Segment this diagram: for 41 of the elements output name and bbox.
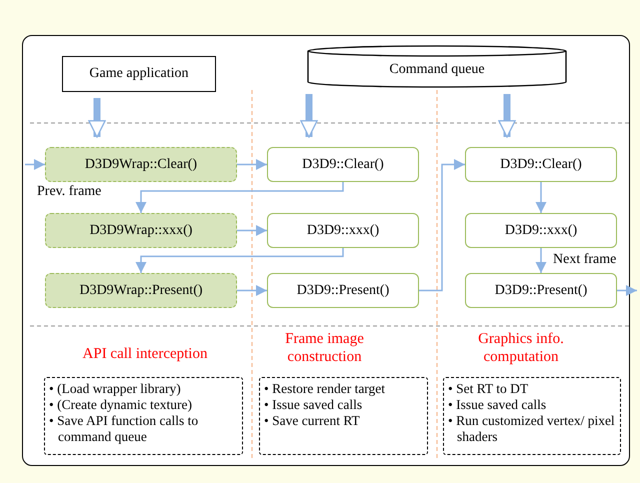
section-title: API call interception	[82, 345, 208, 363]
wrapper-call-box: D3D9Wrap::xxx()	[45, 213, 237, 248]
note-box	[44, 377, 243, 455]
section-title: Graphics info. computation	[477, 330, 565, 366]
arrow	[237, 225, 267, 236]
arrow	[419, 159, 465, 292]
bullet-item: • Save current RT	[264, 413, 361, 429]
queue-cylinder: Command queue	[307, 45, 567, 88]
block-arrow	[88, 98, 106, 138]
call-box: D3D9::xxx()	[465, 213, 617, 248]
note-box	[259, 377, 428, 455]
call-box: D3D9::Clear()	[267, 147, 419, 182]
call-box: D3D9::Present()	[465, 273, 617, 308]
arrow	[617, 285, 637, 296]
arrow	[136, 182, 344, 213]
block-arrow	[498, 94, 516, 138]
bullet-item: • (Load wrapper library)	[49, 381, 182, 397]
section-title: Frame image construction	[284, 330, 365, 366]
arrow	[136, 248, 344, 273]
wrapper-call-box: D3D9Wrap::Present()	[45, 273, 237, 308]
process-box: Game application	[62, 56, 216, 92]
arrow	[25, 159, 45, 170]
note-box	[443, 377, 621, 455]
frame-label: Next frame	[553, 251, 616, 269]
bullet-item: • Issue saved calls	[264, 397, 364, 413]
frame-label: Prev. frame	[37, 183, 102, 201]
bullet-item: • Restore render target	[264, 381, 386, 397]
arrow	[237, 159, 267, 170]
bullet-item: • Save API function calls to command queue	[49, 413, 200, 445]
arrow	[237, 285, 267, 296]
call-box: D3D9::Clear()	[465, 147, 617, 182]
arrow	[536, 248, 546, 273]
bullet-item: • (Create dynamic texture)	[49, 397, 194, 413]
bullet-item: • Set RT to DT	[448, 381, 530, 397]
wrapper-call-box: D3D9Wrap::Clear()	[45, 147, 237, 182]
bullet-item: • Run customized vertex/ pixel shaders	[448, 413, 616, 445]
bullet-item: • Issue saved calls	[448, 397, 548, 413]
block-arrow	[300, 94, 318, 138]
call-box: D3D9::Present()	[267, 273, 419, 308]
arrow	[536, 182, 546, 213]
call-box: D3D9::xxx()	[267, 213, 419, 248]
